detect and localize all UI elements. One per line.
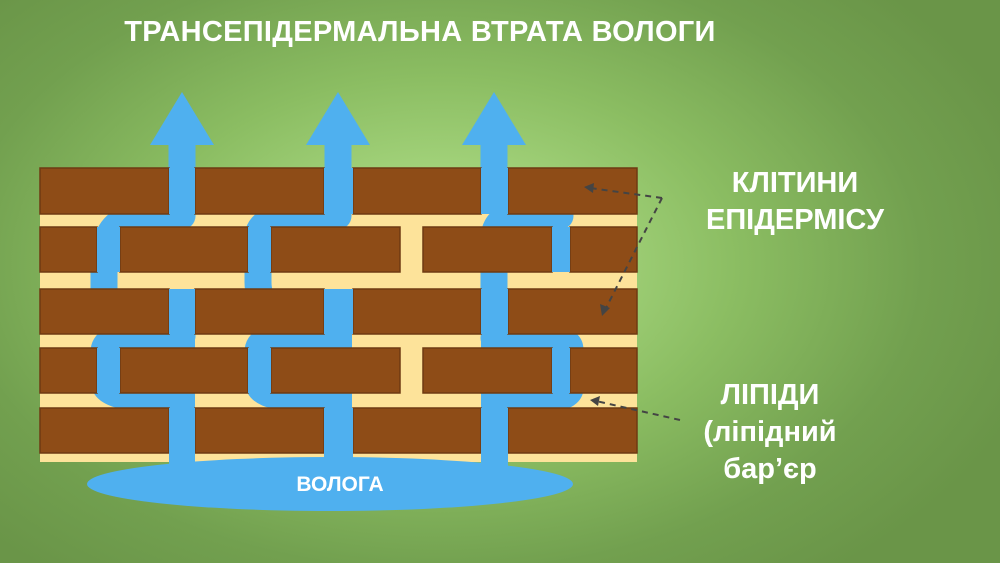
epidermis-cells-label: КЛІТИНИ ЕПІДЕРМІСУ	[690, 165, 900, 239]
epidermis-cell	[352, 167, 482, 215]
upward-arrow-icon	[462, 92, 526, 145]
epidermis-cell	[194, 167, 325, 215]
epidermis-cell	[194, 288, 325, 335]
epidermis-cell	[270, 226, 401, 273]
epidermis-cell	[507, 407, 638, 454]
water-channel	[552, 348, 570, 393]
water-channel	[97, 348, 120, 393]
epidermis-cell	[39, 288, 170, 335]
water-channel	[169, 289, 195, 334]
epidermis-cell	[569, 347, 638, 394]
epidermis-cell	[422, 226, 553, 273]
pointer-arrowhead	[584, 183, 594, 193]
water-channel	[481, 289, 508, 334]
upward-arrow-icon	[150, 92, 214, 145]
epidermis-cells-label-line1: КЛІТИНИ	[731, 167, 859, 199]
epidermis-cell	[352, 407, 482, 454]
epidermis-cell	[194, 407, 325, 454]
water-channel	[97, 227, 120, 272]
water-path-right-lower-bend	[480, 324, 584, 429]
dashed-pointer-arrow-icon	[595, 400, 681, 421]
pointer-arrowhead	[590, 396, 600, 406]
lipids-label-line3: бар’єр	[723, 453, 817, 485]
water-channel	[481, 168, 508, 214]
epidermis-cell	[39, 407, 170, 454]
upward-arrow-icon	[306, 92, 370, 145]
epidermis-cell	[507, 288, 638, 335]
water-channel	[324, 289, 353, 334]
diagram-title: ТРАНСЕПІДЕРМАЛЬНА ВТРАТА ВОЛОГИ	[124, 16, 716, 48]
lipids-label-line2: (ліпідний	[703, 416, 837, 448]
epidermis-cell	[39, 347, 98, 394]
epidermis-cell	[352, 288, 482, 335]
epidermis-cells-label-line2: ЕПІДЕРМІСУ	[705, 204, 885, 236]
water-channel	[481, 408, 508, 462]
pointer-arrowhead	[600, 304, 610, 316]
epidermis-cell	[119, 347, 249, 394]
water-channel	[324, 408, 353, 462]
epidermis-cell	[422, 347, 553, 394]
water-channel	[324, 168, 353, 214]
epidermis-cell	[270, 347, 401, 394]
epidermis-cell	[39, 167, 170, 215]
water-channel	[552, 227, 570, 272]
water-channel	[169, 168, 195, 214]
epidermis-cell	[119, 226, 249, 273]
dashed-pointer-arrow-icon	[589, 187, 663, 199]
epidermis-cell	[39, 226, 98, 273]
water-channel	[248, 227, 271, 272]
moisture-label: ВОЛОГА	[296, 473, 384, 496]
dashed-pointer-arrow-icon	[604, 197, 663, 311]
water-channel	[169, 408, 195, 462]
epidermis-cell	[569, 226, 638, 273]
lipids-label-line1: ЛІПІДИ	[720, 379, 820, 411]
lipids-label: ЛІПІДИ (ліпідний бар’єр	[690, 377, 850, 488]
water-channel	[248, 348, 271, 393]
